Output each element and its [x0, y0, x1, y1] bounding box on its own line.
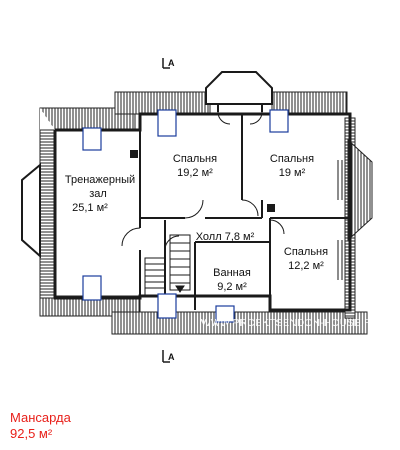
right-window-lines — [337, 160, 343, 280]
interior-walls — [139, 114, 350, 310]
left-bay — [21, 162, 41, 259]
floor-plan: A A Тренажерный зал 25,1 м² Спальня 19,2… — [21, 58, 379, 363]
room-gym-name2: зал — [89, 188, 107, 200]
room-gym-name: Тренажерный — [65, 174, 135, 186]
room-bedroom2-name: Спальня — [270, 153, 314, 165]
room-hall: Холл 7,8 м² — [196, 231, 255, 243]
top-bay — [205, 71, 273, 105]
right-dormer-roof — [347, 138, 373, 242]
room-bedroom2-area: 19 м² — [279, 167, 306, 179]
section-mark-bottom: A — [162, 350, 175, 363]
staircase — [144, 234, 191, 297]
windows — [82, 109, 289, 323]
room-bedroom1-area: 19,2 м² — [177, 167, 213, 179]
floor-area: 92,5 м² — [10, 426, 53, 441]
section-mark-label-top: A — [168, 58, 175, 68]
floor-caption: Мансарда 92,5 м² — [10, 410, 71, 442]
section-mark-top: A — [162, 58, 175, 69]
watermark: WWW.PROEKTSENDON-HOUSE.RU — [201, 318, 379, 329]
chimneys — [130, 150, 275, 212]
door-swings — [121, 111, 285, 251]
room-bedroom3-name: Спальня — [284, 246, 328, 258]
section-mark-label-bottom: A — [168, 352, 175, 362]
room-bedroom1-name: Спальня — [173, 153, 217, 165]
room-bath-area: 9,2 м² — [217, 281, 247, 293]
floor-title: Мансарда — [10, 410, 71, 425]
room-gym-area: 25,1 м² — [72, 202, 108, 214]
room-bath-name: Ванная — [213, 267, 251, 279]
room-bedroom3-area: 12,2 м² — [288, 260, 324, 272]
